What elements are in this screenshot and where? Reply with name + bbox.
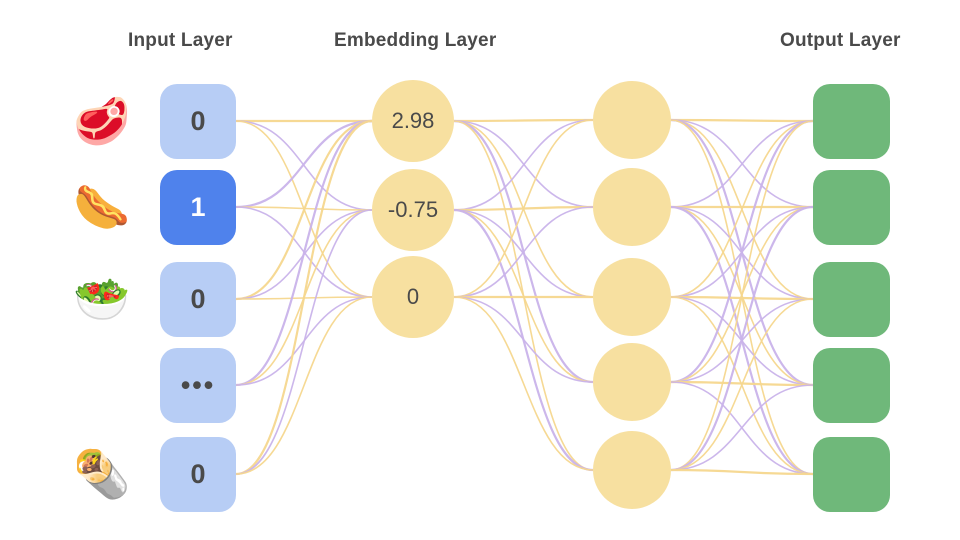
input-node-4[interactable]: 0	[160, 437, 236, 512]
input-node-value: 0	[190, 459, 206, 489]
edges-input-to-embedding	[235, 119, 373, 476]
input-node-value: •••	[180, 370, 216, 401]
embedding-node-value: 2.98	[391, 108, 435, 133]
burrito-emoji: 🌯	[73, 448, 131, 500]
hidden-node-3[interactable]	[593, 343, 671, 421]
edges-embedding-to-hidden	[453, 118, 594, 472]
hidden-node-4[interactable]	[593, 431, 671, 509]
embedding-node-2[interactable]: 0	[372, 256, 454, 338]
input-node-value: 0	[190, 106, 206, 136]
embedding-layer-title: Embedding Layer	[334, 30, 497, 51]
input-layer-title: Input Layer	[128, 30, 233, 51]
output-layer-title: Output Layer	[780, 30, 901, 51]
input-node-2[interactable]: 0	[160, 262, 236, 337]
hidden-node-0[interactable]	[593, 81, 671, 159]
output-node-0[interactable]	[813, 84, 890, 159]
output-node-3[interactable]	[813, 348, 890, 423]
hotdog-emoji: 🌭	[73, 181, 131, 233]
hidden-node-2[interactable]	[593, 258, 671, 336]
output-node-4[interactable]	[813, 437, 890, 512]
input-node-value: 1	[190, 192, 206, 222]
embedding-node-value: 0	[406, 284, 420, 309]
input-node-value: 0	[190, 284, 206, 314]
edges-hidden-to-output	[670, 118, 814, 476]
output-node-2[interactable]	[813, 262, 890, 337]
input-node-0[interactable]: 0	[160, 84, 236, 159]
output-node-1[interactable]	[813, 170, 890, 245]
embedding-node-0[interactable]: 2.98	[372, 80, 454, 162]
hidden-node-1[interactable]	[593, 168, 671, 246]
input-node-3[interactable]: •••	[160, 348, 236, 423]
input-node-1[interactable]: 1	[160, 170, 236, 245]
salad-emoji: 🥗	[73, 273, 131, 325]
embedding-node-1[interactable]: -0.75	[372, 169, 454, 251]
embedding-node-value: -0.75	[387, 197, 439, 222]
steak-emoji: 🥩	[73, 95, 131, 147]
